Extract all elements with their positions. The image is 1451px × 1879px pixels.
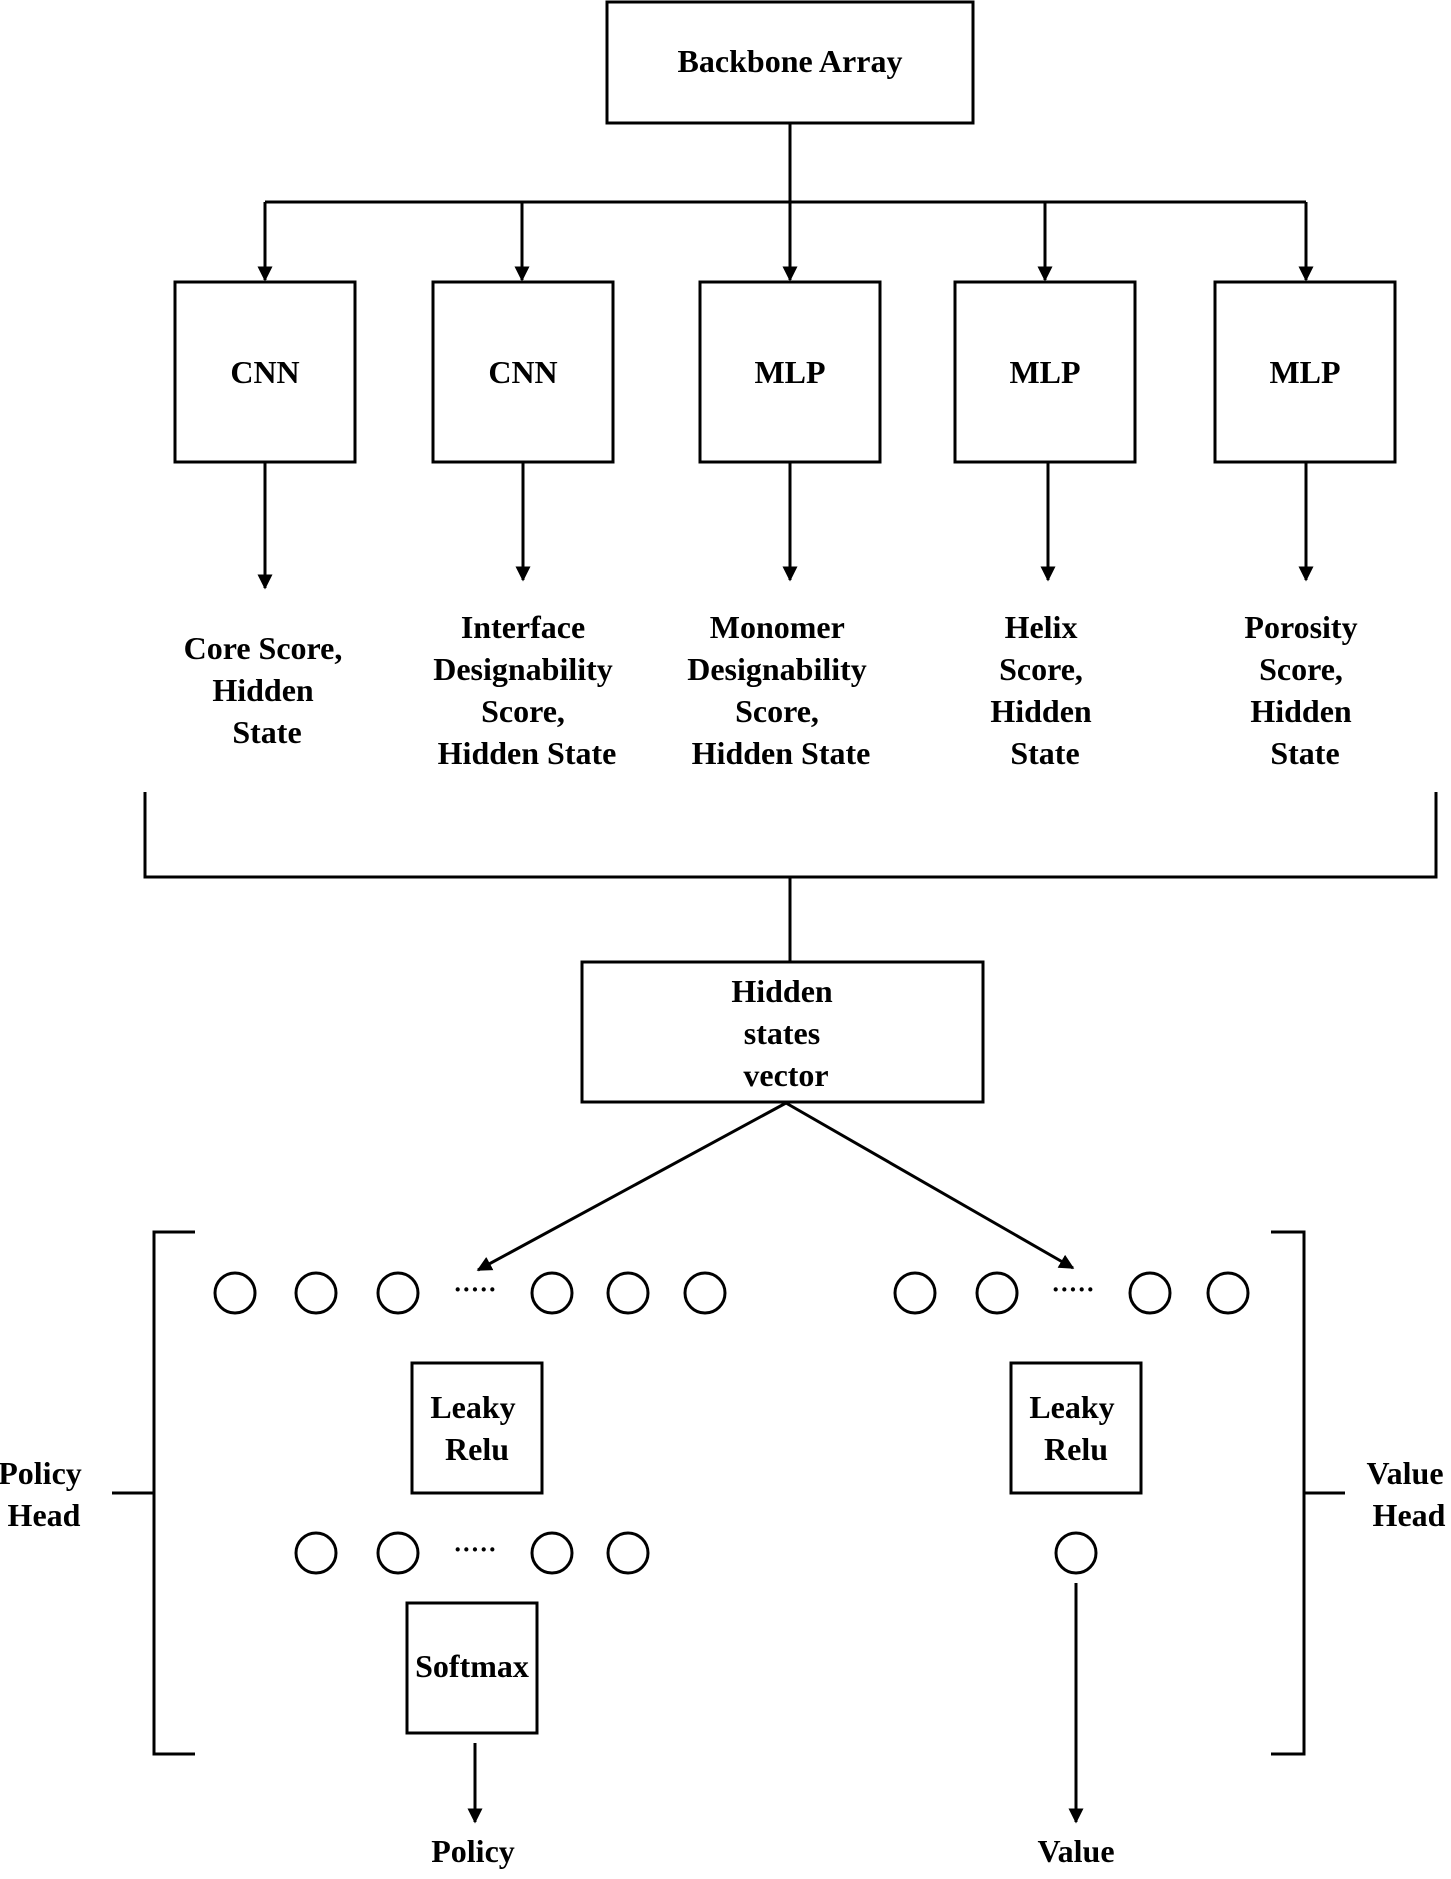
backbone-label: Backbone Array [678,43,903,79]
output-1-line-2: Hidden [212,672,314,708]
output-5-line-1: Porosity [1244,609,1357,645]
policy-layer1-node [376,1271,420,1315]
arrow-to-value-head [785,1101,1075,1270]
policy-layer1-node [294,1271,338,1315]
hidden-vector-line-2: states [744,1015,820,1051]
value-layer1-node [893,1271,937,1315]
value-leaky-relu-box [1009,1361,1143,1495]
value-head-bracket [1271,1230,1306,1756]
output-5-line-4: State [1270,735,1339,771]
policy-layer2-node [530,1531,574,1575]
module-label-3: MLP [754,354,825,390]
value-leaky-relu-line-2: Relu [1044,1431,1108,1467]
value-output-node [1054,1531,1098,1575]
output-3-line-2: Designability [687,651,867,687]
module-output-1: Core Score, Hidden State [184,630,351,750]
hidden-states-vector-label: Hidden states vector [731,973,840,1093]
merge-bracket [143,792,1438,879]
value-layer1-node [975,1271,1019,1315]
module-output-2: Interface Designability Score, Hidden St… [433,609,621,771]
module-label-1: CNN [230,354,299,390]
softmax-box [405,1601,539,1735]
module-box-3 [698,280,882,464]
policy-layer1-node [530,1271,574,1315]
output-2-line-2: Designability [433,651,613,687]
module-box-2 [431,280,615,464]
policy-head-label: Policy Head [0,1455,90,1533]
output-3-line-3: Score, [735,693,819,729]
hidden-vector-line-3: vector [743,1057,828,1093]
output-3-line-1: Monomer [710,609,845,645]
output-1-line-1: Core Score, [184,630,343,666]
hidden-vector-line-1: Hidden [731,973,833,1009]
policy-head-label-line-2: Head [8,1497,81,1533]
policy-head-bracket [152,1230,195,1756]
policy-leaky-relu-line-2: Relu [445,1431,509,1467]
output-2-line-1: Interface [461,609,585,645]
module-label-4: MLP [1009,354,1080,390]
output-4-line-3: Hidden [990,693,1092,729]
output-4-line-2: Score, [999,651,1083,687]
arrow-to-policy-head [476,1101,787,1272]
softmax-label: Softmax [415,1648,529,1684]
module-box-5 [1213,280,1397,464]
output-1-line-3: State [232,714,301,750]
policy-layer2-node [376,1531,420,1575]
policy-layer1-node [606,1271,650,1315]
value-leaky-relu-line-1: Leaky [1029,1389,1114,1425]
policy-layer2-node [606,1531,650,1575]
output-3-line-4: Hidden State [692,735,871,771]
module-output-3: Monomer Designability Score, Hidden Stat… [687,609,875,771]
policy-layer2-ellipsis: ····· [453,1535,496,1564]
output-5-line-2: Score, [1259,651,1343,687]
module-label-5: MLP [1269,354,1340,390]
backbone-box [605,0,975,125]
module-box-4 [953,280,1137,464]
value-layer1-node [1128,1271,1172,1315]
value-layer1-ellipsis: ····· [1051,1275,1094,1304]
output-2-line-4: Hidden State [438,735,617,771]
policy-layer1-node [683,1271,727,1315]
value-output-label: Value [1037,1833,1114,1869]
output-4-line-4: State [1010,735,1079,771]
policy-layer1-ellipsis: ····· [453,1275,496,1304]
value-head-label-line-1: Value [1366,1455,1443,1491]
policy-output-label: Policy [431,1833,515,1869]
output-5-line-3: Hidden [1250,693,1352,729]
module-output-4: Helix Score, Hidden State [990,609,1099,771]
policy-head-label-line-1: Policy [0,1455,82,1491]
policy-leaky-relu-box [410,1361,544,1495]
policy-leaky-relu-label: Leaky Relu [430,1389,523,1467]
policy-leaky-relu-line-1: Leaky [430,1389,515,1425]
hidden-states-vector-box [580,960,985,1104]
value-head-label-line-2: Head [1373,1497,1446,1533]
value-layer1-node [1206,1271,1250,1315]
module-output-5: Porosity Score, Hidden State [1244,609,1365,771]
module-box-1 [173,280,357,464]
output-2-line-3: Score, [481,693,565,729]
output-4-line-1: Helix [1005,609,1078,645]
value-leaky-relu-label: Leaky Relu [1029,1389,1122,1467]
policy-layer1-node [213,1271,257,1315]
value-head-label: Value Head [1366,1455,1451,1533]
policy-layer2-node [294,1531,338,1575]
module-label-2: CNN [488,354,557,390]
